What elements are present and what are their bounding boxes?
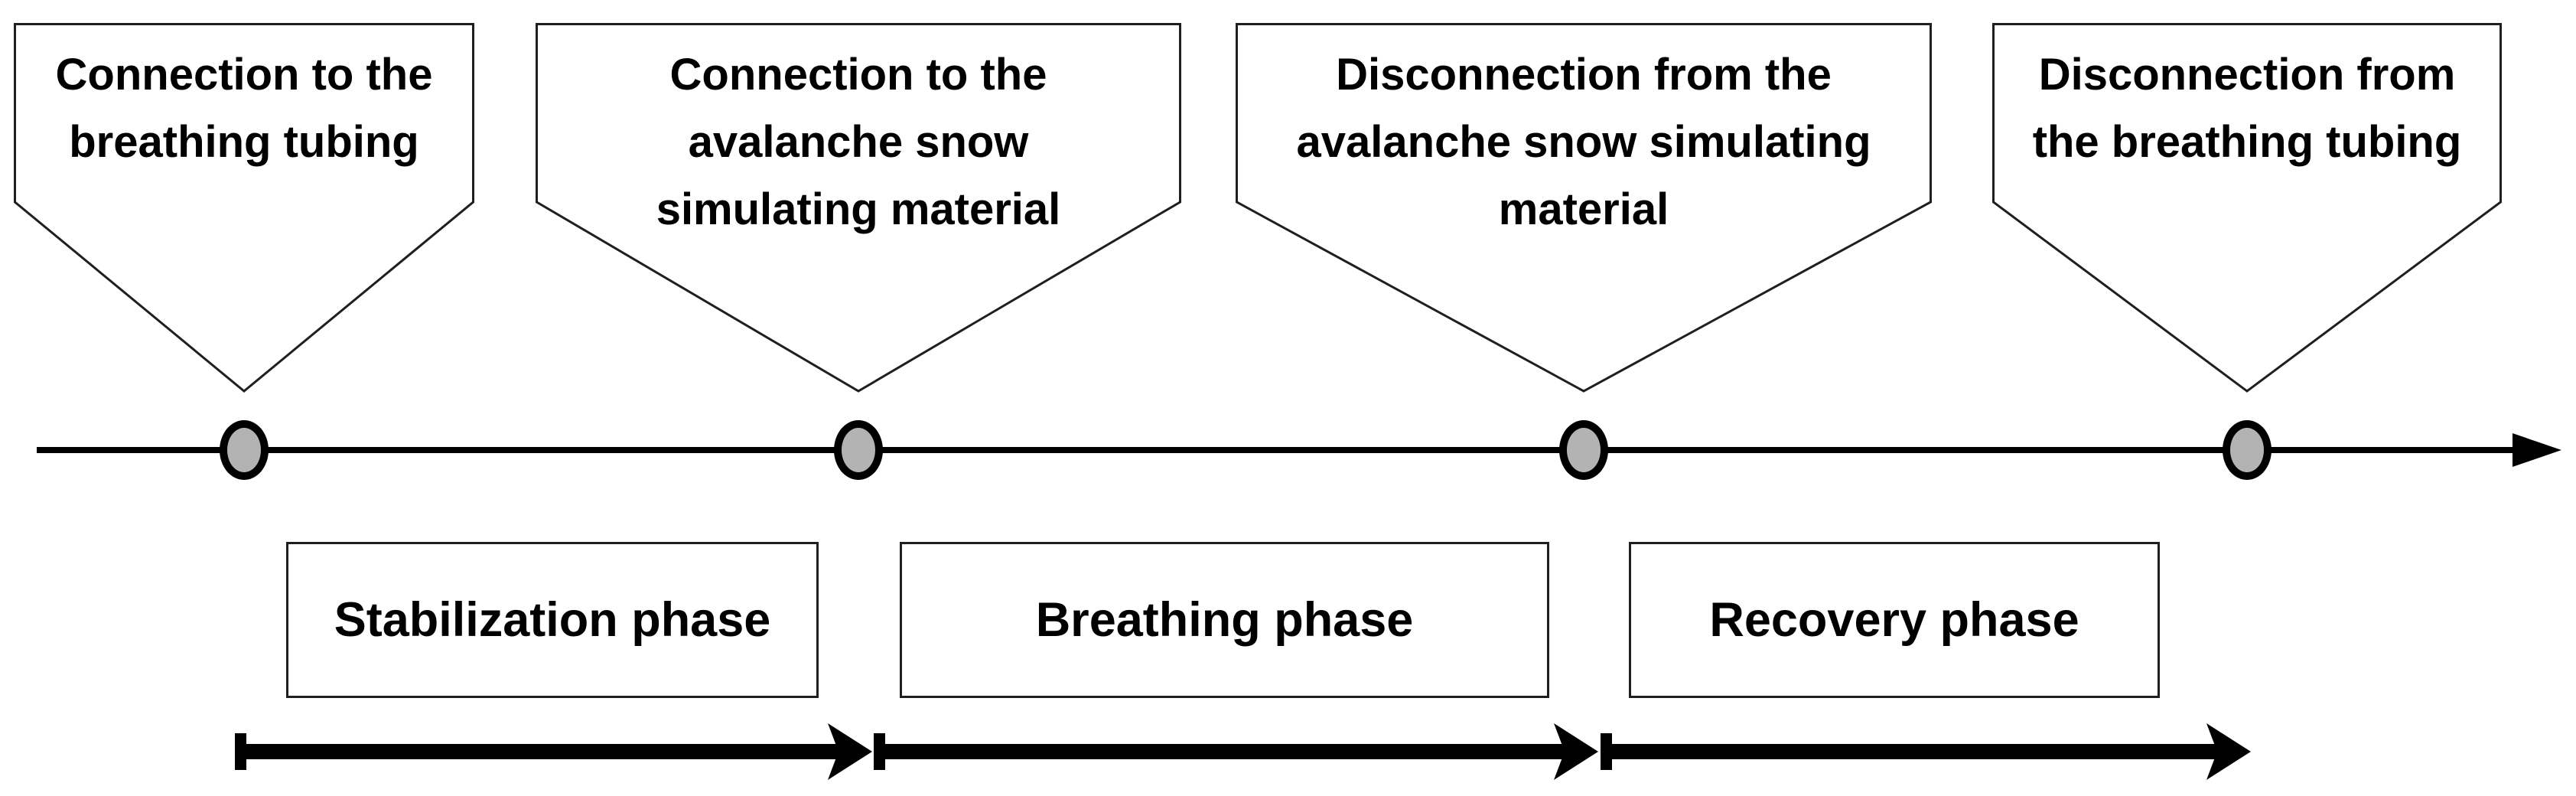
arrow-shaft [874,744,1565,759]
phase-box-stabilization: Stabilization phase [286,542,819,698]
callout-pointer-shape [536,23,1181,393]
duration-arrow-breathing [874,723,1598,780]
callout-pointer-shape [1992,23,2502,393]
phase-label: Recovery phase [1709,593,2079,647]
duration-arrow-stabilization [235,723,872,780]
arrow-head-icon [828,723,872,780]
callout-text: Connection to the breathing tubing [14,41,474,176]
callout-disconnection-avalanche-snow: Disconnection from the avalanche snow si… [1236,23,1932,393]
timeline-marker-event-2 [834,420,883,480]
callout-line: the breathing tubing [2032,117,2462,167]
callout-pointer-shape [14,23,474,393]
arrow-shaft [1601,744,2217,759]
callout-connection-avalanche-snow: Connection to the avalanche snow simulat… [536,23,1181,393]
timeline-arrowhead-icon [2512,433,2561,467]
callout-pointer-shape [1236,23,1932,393]
callout-line: material [1498,184,1669,234]
callout-line: Connection to the [55,50,433,100]
callout-line: Connection to the [669,50,1047,100]
duration-arrow-recovery [1601,723,2251,780]
callout-line: Disconnection from the [1336,50,1832,100]
callout-text: Disconnection from the breathing tubing [1992,41,2502,176]
callout-text: Connection to the avalanche snow simulat… [536,41,1181,243]
phase-box-breathing: Breathing phase [900,542,1549,698]
arrow-head-icon [2206,723,2251,780]
arrow-head-icon [1554,723,1598,780]
phase-label: Stabilization phase [334,593,771,647]
timeline-marker-event-1 [220,420,269,480]
callout-line: breathing tubing [69,117,419,167]
timeline-marker-event-3 [1559,420,1608,480]
callout-line: Disconnection from [2038,50,2456,100]
callout-text: Disconnection from the avalanche snow si… [1236,41,1932,243]
arrow-shaft [235,744,839,759]
callout-line: simulating material [656,184,1061,234]
callout-connection-breathing-tubing: Connection to the breathing tubing [14,23,474,393]
timeline-axis-line [37,447,2525,453]
phase-box-recovery: Recovery phase [1629,542,2160,698]
timeline-marker-event-4 [2223,420,2272,480]
callout-disconnection-breathing-tubing: Disconnection from the breathing tubing [1992,23,2502,393]
callout-line: avalanche snow simulating [1296,117,1871,167]
callout-line: avalanche snow [688,117,1029,167]
phase-label: Breathing phase [1035,593,1414,647]
